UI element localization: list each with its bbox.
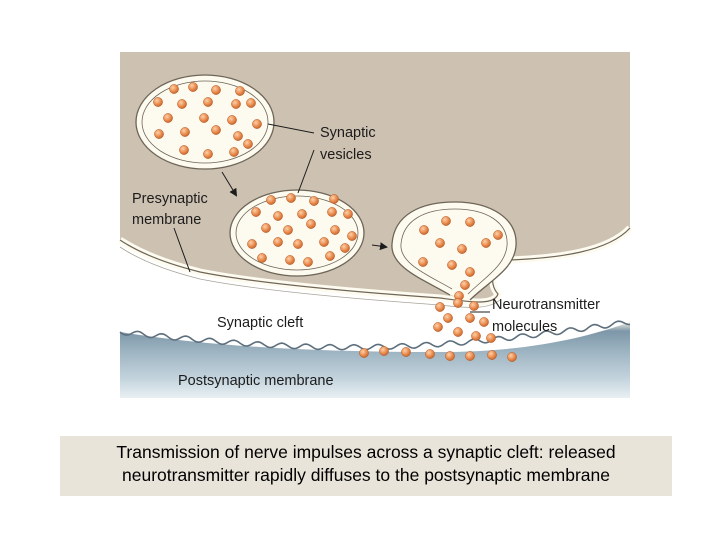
- neurotransmitter-molecule: [486, 333, 496, 343]
- neurotransmitter-molecule: [379, 346, 389, 356]
- label-neurotransmitter-1: Neurotransmitter: [492, 297, 600, 313]
- neurotransmitter-molecule: [435, 238, 445, 248]
- neurotransmitter-molecule: [453, 298, 463, 308]
- neurotransmitter-molecule: [327, 207, 337, 217]
- neurotransmitter-molecule: [233, 131, 243, 141]
- neurotransmitter-molecule: [340, 243, 350, 253]
- neurotransmitter-molecule: [419, 225, 429, 235]
- label-synaptic-cleft: Synaptic cleft: [217, 315, 303, 331]
- neurotransmitter-molecule: [169, 84, 179, 94]
- neurotransmitter-molecule: [359, 348, 369, 358]
- label-synaptic-vesicles-2: vesicles: [320, 147, 372, 163]
- label-neurotransmitter-2: molecules: [492, 319, 557, 335]
- neurotransmitter-molecule: [465, 351, 475, 361]
- pointer-presynaptic: [173, 227, 191, 273]
- neurotransmitter-molecule: [443, 313, 453, 323]
- neurotransmitter-molecule: [303, 257, 313, 267]
- neurotransmitter-molecule: [154, 129, 164, 139]
- neurotransmitter-molecule: [283, 225, 293, 235]
- postsynaptic-membrane: [120, 322, 630, 398]
- neurotransmitter-molecule: [460, 280, 470, 290]
- neurotransmitter-molecule: [179, 145, 189, 155]
- neurotransmitter-molecule: [293, 239, 303, 249]
- neurotransmitter-molecule: [243, 139, 253, 149]
- neurotransmitter-molecule: [227, 115, 237, 125]
- neurotransmitter-molecule: [309, 196, 319, 206]
- neurotransmitter-molecule: [251, 207, 261, 217]
- neurotransmitter-molecule: [203, 97, 213, 107]
- postsynaptic-surface: [119, 320, 630, 351]
- neurotransmitter-molecule: [163, 113, 173, 123]
- neurotransmitter-molecule: [306, 219, 316, 229]
- neurotransmitter-molecule: [246, 98, 256, 108]
- figure-caption: Transmission of nerve impulses across a …: [60, 436, 672, 496]
- neurotransmitter-molecule: [401, 347, 411, 357]
- neurotransmitter-molecule: [343, 209, 353, 219]
- arrow-vesicle-move-1: [221, 171, 238, 197]
- synaptic-vesicle-2: [229, 189, 365, 277]
- neurotransmitter-molecule: [199, 113, 209, 123]
- neurotransmitter-molecule: [153, 97, 163, 107]
- caption-line-1: Transmission of nerve impulses across a …: [116, 442, 616, 462]
- neurotransmitter-molecule: [325, 251, 335, 261]
- caption-line-2: neurotransmitter rapidly diffuses to the…: [122, 465, 610, 485]
- neurotransmitter-molecule: [285, 255, 295, 265]
- neurotransmitter-molecule: [479, 317, 489, 327]
- neurotransmitter-molecule: [286, 193, 296, 203]
- neurotransmitter-molecule: [447, 260, 457, 270]
- neurotransmitter-molecule: [330, 225, 340, 235]
- neurotransmitter-molecule: [180, 127, 190, 137]
- neurotransmitter-molecule: [261, 223, 271, 233]
- neurotransmitter-molecule: [481, 238, 491, 248]
- neurotransmitter-molecules: [153, 82, 517, 362]
- neurotransmitter-molecule: [188, 82, 198, 92]
- neurotransmitter-molecule: [493, 230, 503, 240]
- neurotransmitter-molecule: [252, 119, 262, 129]
- label-presynaptic-1: Presynaptic: [132, 191, 208, 207]
- neurotransmitter-molecule: [469, 301, 479, 311]
- neurotransmitter-molecule: [229, 147, 239, 157]
- neurotransmitter-molecule: [453, 327, 463, 337]
- neurotransmitter-molecule: [177, 99, 187, 109]
- neurotransmitter-molecule: [418, 257, 428, 267]
- neurotransmitter-molecule: [435, 302, 445, 312]
- neurotransmitter-molecule: [441, 216, 451, 226]
- neurotransmitter-molecule: [266, 195, 276, 205]
- neurotransmitter-molecule: [235, 86, 245, 96]
- neurotransmitter-molecule: [247, 239, 257, 249]
- label-synaptic-vesicles-1: Synaptic: [320, 125, 376, 141]
- label-presynaptic-2: membrane: [132, 212, 201, 228]
- neurotransmitter-molecule: [211, 125, 221, 135]
- neurotransmitter-molecule: [457, 244, 467, 254]
- neurotransmitter-molecule: [203, 149, 213, 159]
- arrow-vesicle-move-2: [371, 242, 388, 251]
- pointer-vesicle2: [297, 149, 315, 194]
- neurotransmitter-molecule: [347, 231, 357, 241]
- neurotransmitter-molecule: [231, 99, 241, 109]
- neurotransmitter-molecule: [273, 211, 283, 221]
- neurotransmitter-molecule: [319, 237, 329, 247]
- neurotransmitter-molecule: [329, 194, 339, 204]
- neurotransmitter-molecule: [297, 209, 307, 219]
- pointer-vesicle1: [267, 123, 315, 134]
- neurotransmitter-molecule: [465, 217, 475, 227]
- label-postsynaptic-membrane: Postsynaptic membrane: [178, 373, 334, 389]
- neurotransmitter-molecule: [445, 351, 455, 361]
- neurotransmitter-molecule: [211, 85, 221, 95]
- neurotransmitter-molecule: [273, 237, 283, 247]
- neurotransmitter-molecule: [507, 352, 517, 362]
- neurotransmitter-molecule: [433, 322, 443, 332]
- neurotransmitter-molecule: [465, 313, 475, 323]
- neurotransmitter-molecule: [257, 253, 267, 263]
- neurotransmitter-molecule: [487, 350, 497, 360]
- neurotransmitter-molecule: [465, 267, 475, 277]
- neurotransmitter-molecule: [471, 331, 481, 341]
- neurotransmitter-molecule: [425, 349, 435, 359]
